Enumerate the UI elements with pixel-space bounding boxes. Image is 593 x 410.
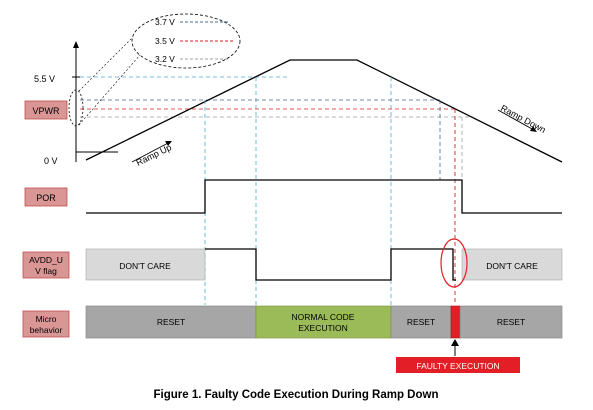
avdd-dont-care-left-label: DON'T CARE	[119, 261, 171, 271]
ramp-up-label: Ramp Up	[134, 142, 173, 168]
avdd-glitch-highlight	[440, 238, 468, 288]
legend-label-3-7v: 3.7 V	[155, 17, 175, 27]
micro-reset-block-1	[85, 305, 257, 339]
label-vpwr-box	[24, 100, 68, 120]
threshold-ellipse-small	[68, 89, 84, 127]
ramp-up-arrow-shaft	[131, 141, 171, 163]
micro-normal-block	[255, 305, 392, 339]
legend-label-3-5v: 3.5 V	[155, 36, 175, 46]
callout-line-2	[78, 54, 141, 126]
label-avdd-line1: AVDD_U	[29, 255, 63, 265]
micro-reset-block-3	[459, 305, 563, 339]
faulty-arrowhead	[451, 339, 459, 346]
figure-caption: Figure 1. Faulty Code Execution During R…	[154, 389, 439, 401]
ramp-down-arrowhead	[530, 126, 537, 132]
callout-line-1	[78, 29, 141, 92]
label-por-box	[24, 187, 68, 207]
y-axis-arrowhead	[73, 41, 79, 48]
faulty-execution-label: FAULTY EXECUTION	[416, 361, 499, 371]
label-5-5v: 5.5 V	[34, 74, 55, 84]
faulty-execution-box	[396, 357, 520, 373]
ramp-down-arrow-shaft	[497, 109, 535, 131]
avdd-waveform	[205, 248, 456, 281]
micro-normal-label-1: NORMAL CODE	[292, 312, 355, 322]
micro-reset-label-1: RESET	[157, 317, 185, 327]
por-waveform	[86, 179, 562, 214]
avdd-dont-care-left	[85, 248, 206, 281]
ramp-down-label: Ramp Down	[499, 103, 547, 135]
vpwr-waveform	[85, 59, 563, 163]
micro-faulty-slice	[450, 305, 461, 339]
micro-reset-label-3: RESET	[497, 317, 525, 327]
label-avdd-line2: V flag	[35, 266, 57, 276]
micro-reset-label-2: RESET	[407, 317, 435, 327]
micro-normal-label-2: EXECUTION	[298, 323, 348, 333]
label-micro-line1: Micro	[36, 314, 57, 324]
avdd-dont-care-right	[461, 248, 563, 281]
label-vpwr: VPWR	[33, 106, 61, 116]
legend-label-3-2v: 3.2 V	[155, 54, 175, 64]
micro-reset-block-2	[390, 305, 452, 339]
label-avdd-box	[22, 251, 70, 279]
label-0v: 0 V	[44, 156, 58, 166]
label-micro-box	[22, 310, 70, 338]
ramp-up-arrowhead	[165, 141, 172, 146]
avdd-dont-care-right-label: DON'T CARE	[486, 261, 538, 271]
label-micro-line2: behavior	[30, 325, 63, 335]
label-por: POR	[36, 193, 56, 203]
